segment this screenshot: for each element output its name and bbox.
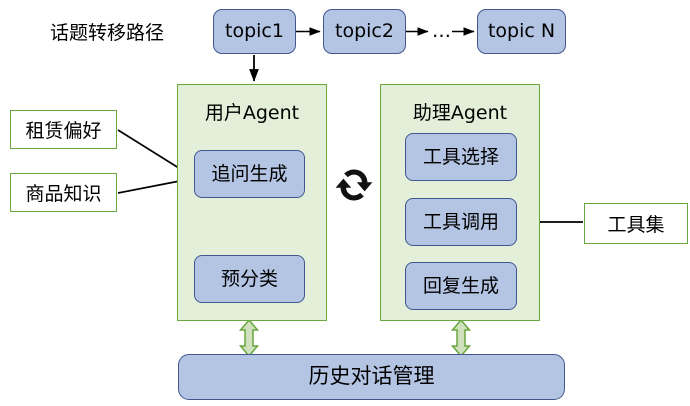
bidirectional-arrow-assistant-history <box>450 318 472 358</box>
topic-node-topic2[interactable]: topic2 <box>323 9 406 54</box>
history-dialog-management-bar[interactable]: 历史对话管理 <box>178 354 565 400</box>
user-agent-label: 用户Agent <box>204 102 300 124</box>
topic-node-topic1[interactable]: topic1 <box>213 9 296 54</box>
assistant-agent-label: 助理Agent <box>412 102 508 124</box>
module-pre-classification[interactable]: 预分类 <box>194 255 305 303</box>
diagram-title: 话题转移路径 <box>50 22 165 44</box>
knowledge-box-rental-preference[interactable]: 租赁偏好 <box>10 110 117 149</box>
bidirectional-arrow-user-history <box>238 318 260 358</box>
module-tool-selection[interactable]: 工具选择 <box>405 133 517 181</box>
topic-chain-ellipsis: … <box>432 20 452 42</box>
module-followup-generation[interactable]: 追问生成 <box>194 150 305 198</box>
knowledge-box-product-knowledge[interactable]: 商品知识 <box>10 173 117 212</box>
knowledge-box-tool-set[interactable]: 工具集 <box>584 203 688 244</box>
sync-exchange-icon <box>334 163 374 211</box>
module-tool-invocation[interactable]: 工具调用 <box>405 198 517 246</box>
module-reply-generation[interactable]: 回复生成 <box>405 262 517 310</box>
topic-node-topicN[interactable]: topic N <box>477 9 566 54</box>
